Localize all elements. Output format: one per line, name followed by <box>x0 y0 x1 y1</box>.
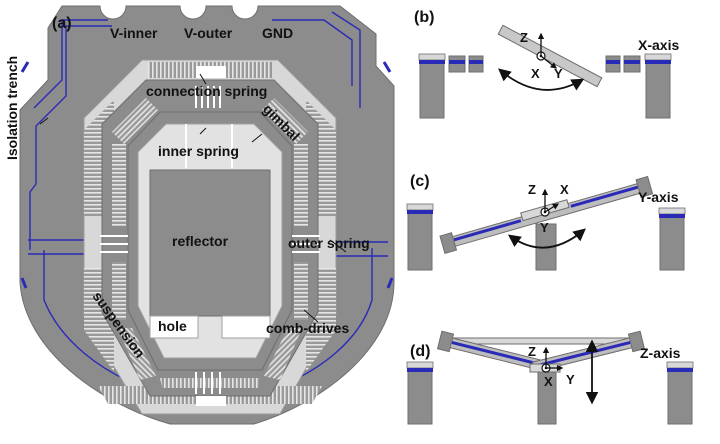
y-axis-label: Y-axis <box>638 189 679 205</box>
v-inner-pad-label: V-inner <box>110 25 158 41</box>
leader-lines <box>39 73 347 323</box>
top-gap <box>196 66 226 78</box>
connection-spring-label: connection spring <box>146 83 267 99</box>
x-rotation-arrow <box>498 68 585 91</box>
inner-comb-drives <box>112 98 308 388</box>
isolation-trench-label: Isolation trench <box>4 56 20 160</box>
left-pillar <box>419 55 445 119</box>
svg-text:Y: Y <box>554 66 563 81</box>
gnd-pad-label: GND <box>262 25 293 41</box>
panel-c-label: (c) <box>410 173 430 190</box>
right-pillar <box>659 209 685 271</box>
inner-spring-label: inner spring <box>158 143 239 159</box>
left-isolation-mark <box>20 61 30 73</box>
tilted-mirror <box>497 24 603 88</box>
left-pillar <box>407 363 433 425</box>
svg-text:X: X <box>544 374 553 389</box>
svg-text:Y: Y <box>540 220 549 235</box>
svg-text:Y: Y <box>566 372 575 387</box>
panel-a-label: (a) <box>52 15 72 32</box>
hole <box>149 315 199 339</box>
panel-d-label: (d) <box>410 343 430 360</box>
y-rotation-arrow <box>507 228 586 249</box>
reflector-edge-top <box>172 136 248 166</box>
left-arm <box>436 330 551 373</box>
x-axis-label: X-axis <box>638 37 679 53</box>
springs <box>100 86 320 394</box>
panel-b-label: (b) <box>414 9 434 26</box>
panel-b-x-axis: (b) Z X Y X-axis <box>414 9 679 119</box>
right-pillar <box>667 363 693 425</box>
svg-text:X: X <box>531 66 540 81</box>
svg-text:Z: Z <box>528 182 536 197</box>
right-isolation-mark <box>382 61 392 73</box>
left-pillar <box>407 205 433 271</box>
panel-d-z-axis: (d) Z X Y Z-axis <box>406 330 694 425</box>
v-outer-pad-label: V-outer <box>184 25 233 41</box>
panel-c-y-axis: (c) Z X Y Y-axis <box>406 173 686 271</box>
panel-a-device-layout: (a) V-inner V-outer GND Isolation trench… <box>4 5 395 425</box>
left-lower-isolation-mark <box>20 277 28 289</box>
reflector-plate <box>149 169 271 317</box>
right-lower-isolation-mark <box>386 277 394 289</box>
outer-spring-label: outer spring <box>288 235 370 251</box>
reflector-label: reflector <box>172 233 229 249</box>
right-comb-pads <box>605 55 641 73</box>
left-comb-pads <box>448 55 484 73</box>
svg-text:X: X <box>560 182 569 197</box>
z-axis-label: Z-axis <box>640 345 681 361</box>
svg-text:Z: Z <box>528 344 536 359</box>
svg-text:Z: Z <box>520 30 528 45</box>
hole-right <box>221 315 271 339</box>
bottom-gap <box>196 396 226 406</box>
hole-label: hole <box>158 318 187 334</box>
comb-drives-label: comb-drives <box>266 320 349 336</box>
right-pillar <box>645 55 671 119</box>
